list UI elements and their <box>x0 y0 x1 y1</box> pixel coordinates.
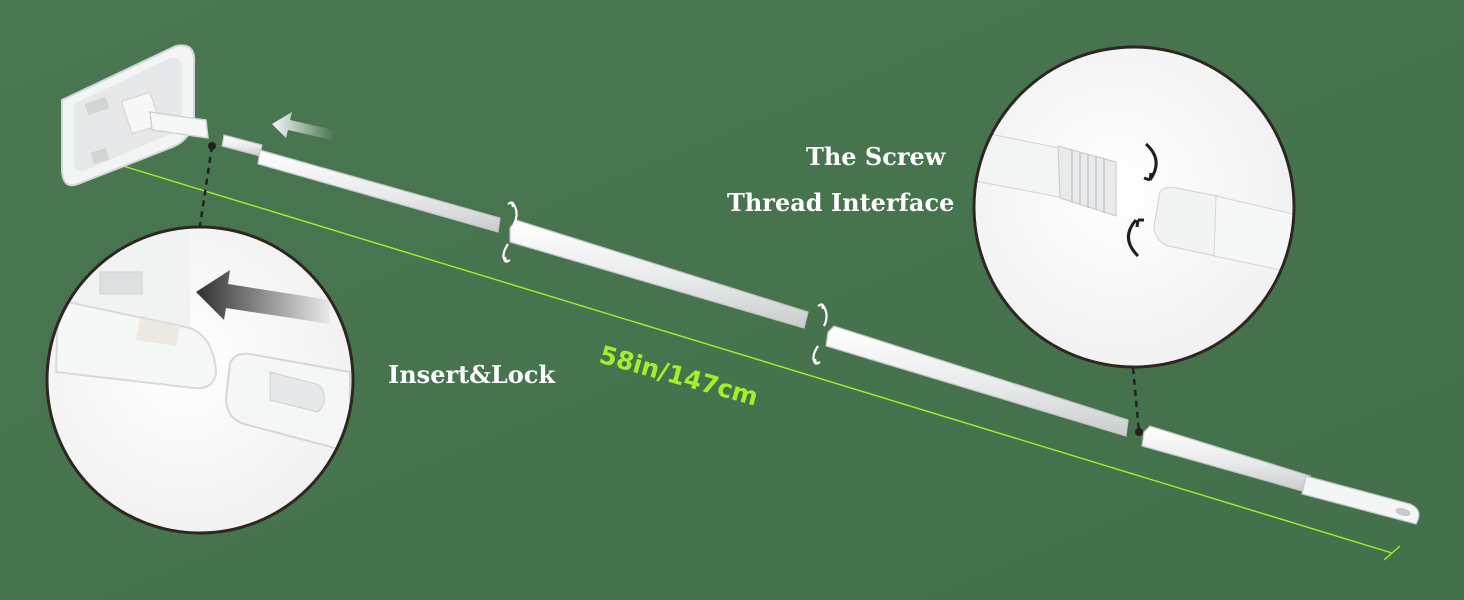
rotate-arrows-icon <box>502 201 518 263</box>
zoom-circle-insert-lock <box>45 225 355 535</box>
callout-dot <box>1135 428 1143 436</box>
screw-thread-label-line1: The Screw <box>806 142 946 171</box>
rotate-arrows-icon <box>812 303 828 365</box>
screw-thread-label-line2: Thread Interface <box>727 188 955 217</box>
callout-dot <box>208 142 216 150</box>
mop-head <box>61 44 209 187</box>
zoom-circle-screw-thread <box>972 45 1296 369</box>
callout-connector <box>198 145 1141 433</box>
insert-arrow-icon <box>272 112 334 140</box>
insert-lock-label: Insert&Lock <box>388 360 555 389</box>
